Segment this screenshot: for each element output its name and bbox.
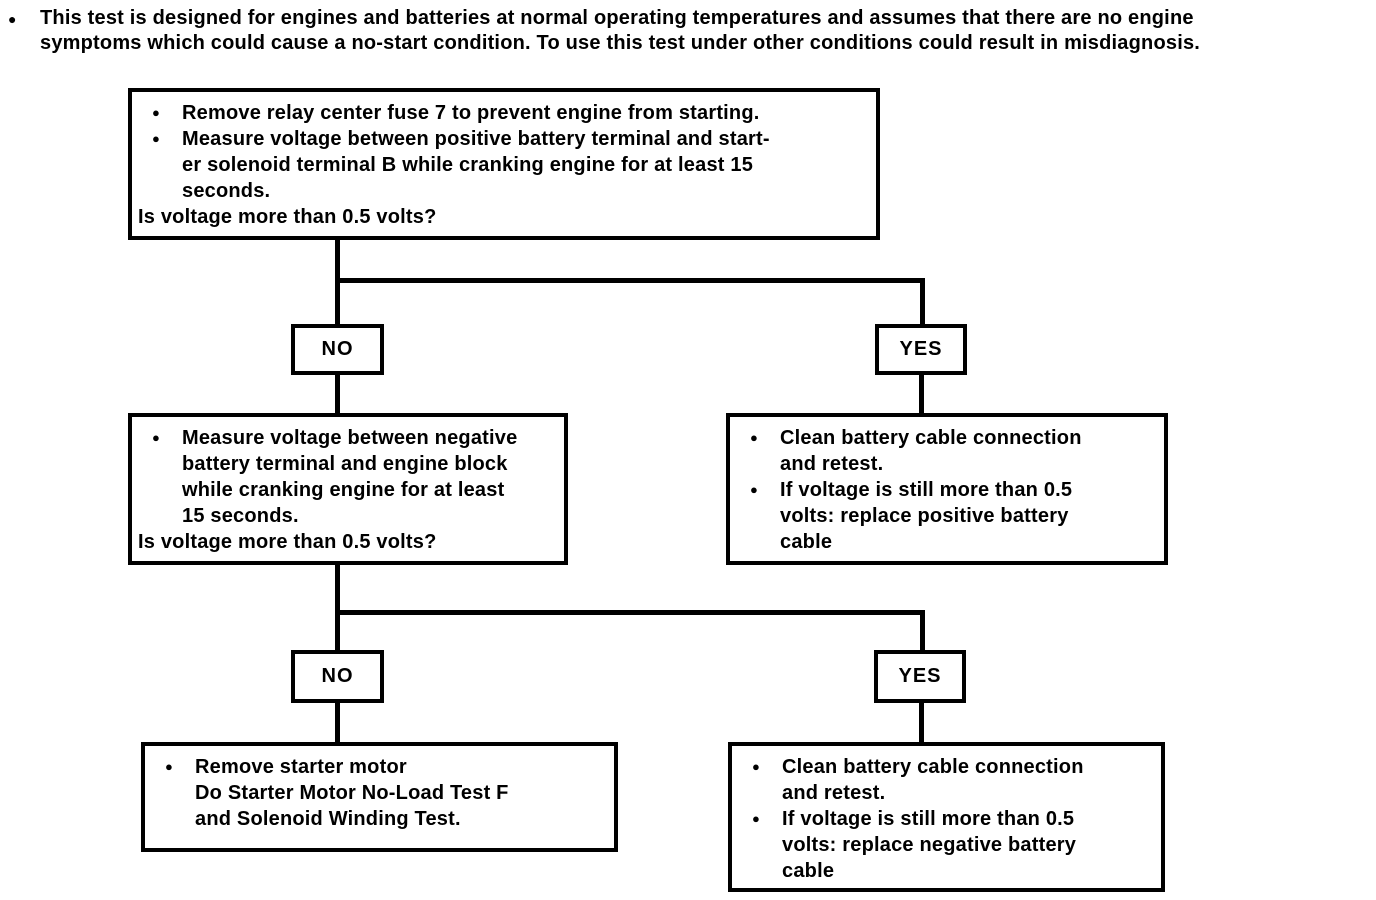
flow-box-step2: ● Measure voltage between negative batte… — [128, 413, 568, 565]
list-item: ● If voltage is still more than 0.5 volt… — [738, 806, 1155, 884]
connector-no2-result — [335, 703, 340, 742]
bullet-icon: ● — [152, 105, 161, 120]
bullet-icon: ● — [752, 759, 761, 774]
decision-no-1: NO — [291, 324, 384, 375]
result-negative-action-2: If voltage is still more than 0.5 volts:… — [782, 808, 1077, 882]
decision-yes-1-label: YES — [899, 338, 943, 360]
list-item: ● If voltage is still more than 0.5 volt… — [736, 477, 1158, 555]
result-starter-action: Remove starter motor Do Starter Motor No… — [195, 756, 509, 830]
bullet-icon: ● — [8, 11, 17, 27]
decision-yes-2: YES — [874, 650, 966, 703]
connector-yes1-result — [919, 375, 924, 414]
connector-step1-yes — [920, 281, 925, 328]
result-positive-action-1: Clean battery cable connection and retes… — [780, 427, 1082, 475]
connector-step2-yes — [920, 613, 925, 652]
connector-step1-no — [335, 240, 340, 328]
step1-question: Is voltage more than 0.5 volts? — [138, 206, 437, 228]
list-item: ● Remove starter motor Do Starter Motor … — [151, 754, 608, 832]
flow-box-result-starter: ● Remove starter motor Do Starter Motor … — [141, 742, 618, 852]
connector-step1-branch — [335, 278, 925, 283]
connector-step2-branch — [335, 610, 925, 615]
bullet-icon: ● — [752, 811, 761, 826]
result-positive-action-2: If voltage is still more than 0.5 volts:… — [780, 479, 1073, 553]
flow-box-result-positive-cable: ● Clean battery cable connection and ret… — [726, 413, 1168, 565]
list-item: ● Measure voltage between negative batte… — [138, 425, 558, 529]
decision-yes-1: YES — [875, 324, 967, 375]
intro-note: ● This test is designed for engines and … — [8, 6, 1372, 56]
decision-no-2: NO — [291, 650, 384, 703]
list-item: ● Measure voltage between positive batte… — [138, 126, 870, 204]
flow-box-step1: ● Remove relay center fuse 7 to prevent … — [128, 88, 880, 240]
step2-question: Is voltage more than 0.5 volts? — [138, 531, 437, 553]
step1-instruction-1: Remove relay center fuse 7 to prevent en… — [182, 102, 760, 124]
list-item: ● Remove relay center fuse 7 to prevent … — [138, 100, 870, 126]
connector-step2-no — [335, 565, 340, 652]
decision-no-1-label: NO — [321, 338, 354, 360]
bullet-icon: ● — [750, 430, 759, 445]
step1-instruction-2: Measure voltage between positive battery… — [182, 128, 770, 202]
intro-note-text: This test is designed for engines and ba… — [40, 7, 1201, 54]
list-item: ● Clean battery cable connection and ret… — [738, 754, 1155, 806]
bullet-icon: ● — [152, 131, 161, 146]
bullet-icon: ● — [165, 759, 174, 774]
result-negative-action-1: Clean battery cable connection and retes… — [782, 756, 1084, 804]
decision-no-2-label: NO — [321, 665, 354, 687]
flow-box-result-negative-cable: ● Clean battery cable connection and ret… — [728, 742, 1165, 892]
connector-no1-step2 — [335, 375, 340, 414]
connector-yes2-result — [919, 703, 924, 742]
bullet-icon: ● — [152, 430, 161, 445]
bullet-icon: ● — [750, 482, 759, 497]
step2-instruction: Measure voltage between negative battery… — [182, 427, 518, 527]
list-item: ● Clean battery cable connection and ret… — [736, 425, 1158, 477]
decision-yes-2-label: YES — [898, 665, 942, 687]
